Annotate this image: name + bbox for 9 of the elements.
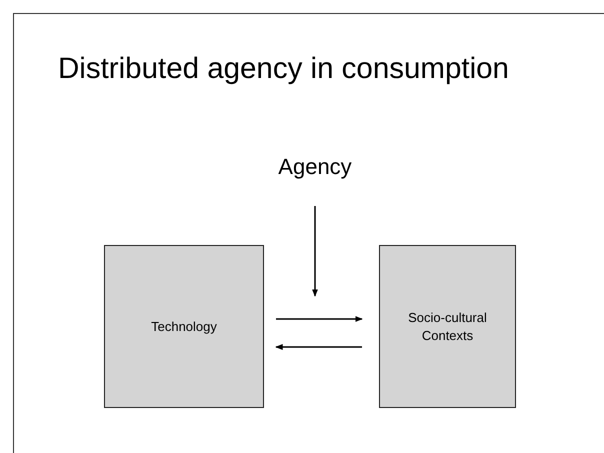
box-label: Technology xyxy=(151,318,217,336)
arrow xyxy=(276,316,363,322)
arrow xyxy=(312,206,318,297)
box-label: Socio-cultural Contexts xyxy=(407,308,488,344)
process-box xyxy=(379,245,516,408)
process-box xyxy=(104,245,264,408)
agency-label: Agency xyxy=(270,152,360,182)
title: Distributed agency in consumption xyxy=(58,52,509,86)
arrow xyxy=(275,344,362,350)
